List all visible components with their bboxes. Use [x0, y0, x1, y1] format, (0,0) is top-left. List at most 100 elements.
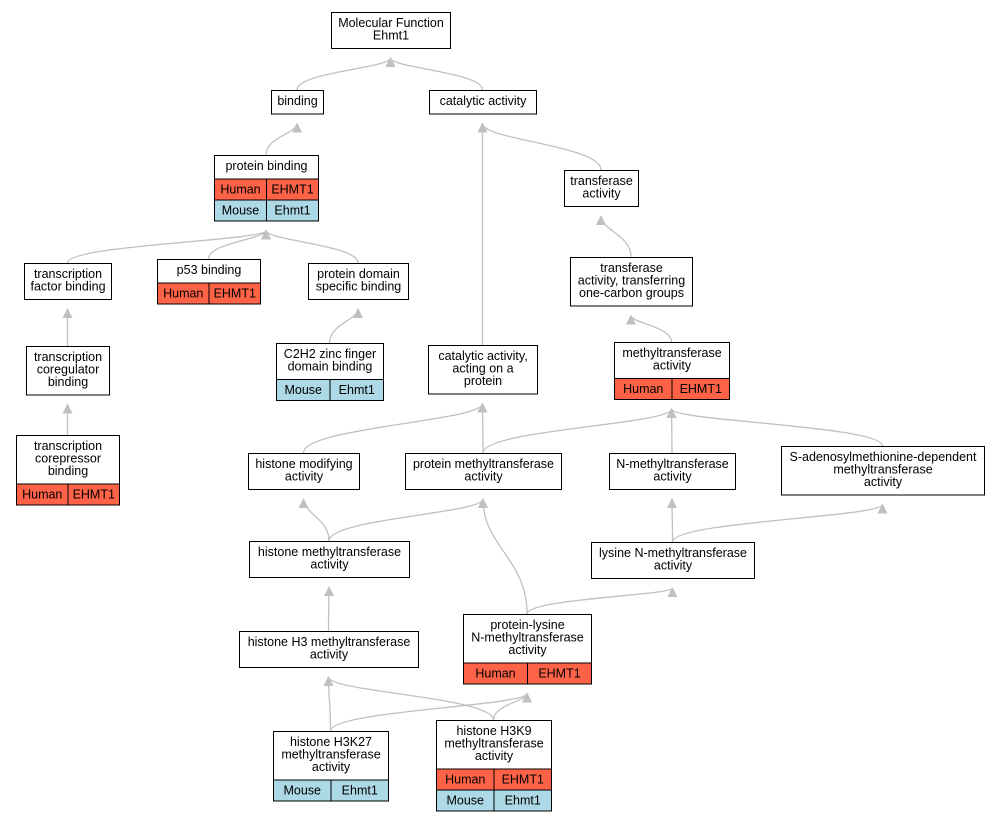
species-label: Mouse — [446, 794, 484, 808]
node-label-line: coregulator — [37, 363, 100, 377]
node-h3k9[interactable]: histone H3K9methyltransferaseactivityHum… — [436, 720, 552, 812]
node-label-line: protein methyltransferase — [413, 457, 554, 471]
gene-cell — [493, 789, 552, 812]
node-label-line: protein domain — [317, 267, 400, 281]
gene-label: EHMT1 — [538, 667, 580, 681]
node-label-line: histone methyltransferase — [258, 545, 401, 559]
node-label-line: activity — [864, 475, 903, 489]
node-label-line: transferase — [570, 174, 633, 188]
node-label-box — [429, 90, 537, 115]
node-label-line: p53 binding — [177, 263, 242, 277]
edges-layer — [62, 57, 888, 732]
species-label: Human — [220, 183, 260, 197]
gene-label: EHMT1 — [271, 183, 313, 197]
edge-methyltransferase-to-transferase-1c — [626, 314, 673, 343]
gene-label: EHMT1 — [502, 773, 544, 787]
node-label-line: activity — [654, 559, 693, 573]
node-label-line: activity — [464, 470, 503, 484]
edge-n-mt-to-methyltransferase — [666, 408, 677, 454]
node-label-box — [239, 631, 419, 668]
node-label-line: histone H3 methyltransferase — [248, 635, 411, 649]
node-label-box — [276, 343, 384, 380]
edge-protein-mt-to-methyltransferase — [482, 408, 677, 454]
node-label-line: activity — [582, 187, 621, 201]
gene-label: Ehmt1 — [342, 784, 378, 798]
node-label-line: histone H3K27 — [290, 735, 372, 749]
node-label-box — [405, 453, 562, 490]
gene-label: Ehmt1 — [505, 794, 541, 808]
node-label-line: activity — [653, 359, 692, 373]
node-label-line: one-carbon groups — [579, 286, 684, 300]
node-label-box — [614, 342, 730, 379]
node-label-line: binding — [277, 94, 317, 108]
node-label-line: activity — [310, 648, 349, 662]
edge-p53-to-protein-binding — [207, 229, 271, 260]
edge-lysine-nmt-to-sam-mt — [671, 503, 888, 543]
node-binding[interactable]: binding — [271, 90, 324, 115]
node-label-box — [331, 12, 451, 49]
node-h3k27[interactable]: histone H3K27methyltransferaseactivityMo… — [273, 731, 389, 802]
node-label-line: activity — [508, 643, 547, 657]
species-label: Human — [623, 382, 663, 396]
node-label-line: activity — [475, 749, 514, 763]
node-label-box — [564, 170, 639, 207]
node-pl-nmt[interactable]: protein-lysineN-methyltransferaseactivit… — [463, 614, 592, 685]
node-label-line: catalytic activity — [440, 94, 528, 108]
node-label-line: methyltransferase — [622, 346, 721, 360]
node-sam-mt[interactable]: S-adenosylmethionine-dependentmethyltran… — [781, 446, 985, 496]
node-catalytic[interactable]: catalytic activity — [429, 90, 537, 115]
species-label: Mouse — [222, 204, 260, 218]
edge-pds-binding-to-protein-binding — [261, 229, 359, 264]
node-label-box — [16, 435, 120, 485]
node-label-box — [308, 263, 409, 300]
node-label-line: specific binding — [316, 280, 402, 294]
node-label-line: N-methyltransferase — [616, 457, 729, 471]
gene-label: EHMT1 — [680, 382, 722, 396]
edge-catalytic-to-root — [385, 57, 484, 91]
gene-cell — [67, 483, 120, 506]
node-label-line: transcription — [34, 267, 102, 281]
node-label-line: protein — [464, 374, 502, 388]
node-label-line: activity — [653, 470, 692, 484]
gene-label: EHMT1 — [73, 488, 115, 502]
edge-h3k9-to-h3-mt — [323, 676, 495, 721]
edge-tf-binding-to-protein-binding — [66, 229, 271, 264]
species-label: Human — [445, 773, 485, 787]
node-label-line: protein-lysine — [490, 618, 564, 632]
node-label-line: acting on a — [452, 362, 513, 376]
node-label-box — [436, 720, 552, 770]
node-label-line: binding — [48, 464, 88, 478]
node-label-line: methyltransferase — [281, 748, 380, 762]
edge-pl-nmt-to-protein-mt — [478, 498, 528, 615]
species-label: Human — [22, 488, 62, 502]
node-label-line: activity — [310, 558, 349, 572]
species-label: Mouse — [283, 784, 321, 798]
node-label-line: C2H2 zinc finger — [284, 347, 376, 361]
edge-histone-mod-to-cat-protein — [302, 402, 488, 454]
edge-pl-nmt-to-lysine-nmt — [526, 587, 678, 615]
species-label: Human — [475, 667, 515, 681]
node-label-line: transcription — [34, 439, 102, 453]
node-label-box — [26, 346, 110, 396]
node-label-box — [428, 345, 538, 395]
edge-transferase-1c-to-transferase — [596, 215, 632, 258]
